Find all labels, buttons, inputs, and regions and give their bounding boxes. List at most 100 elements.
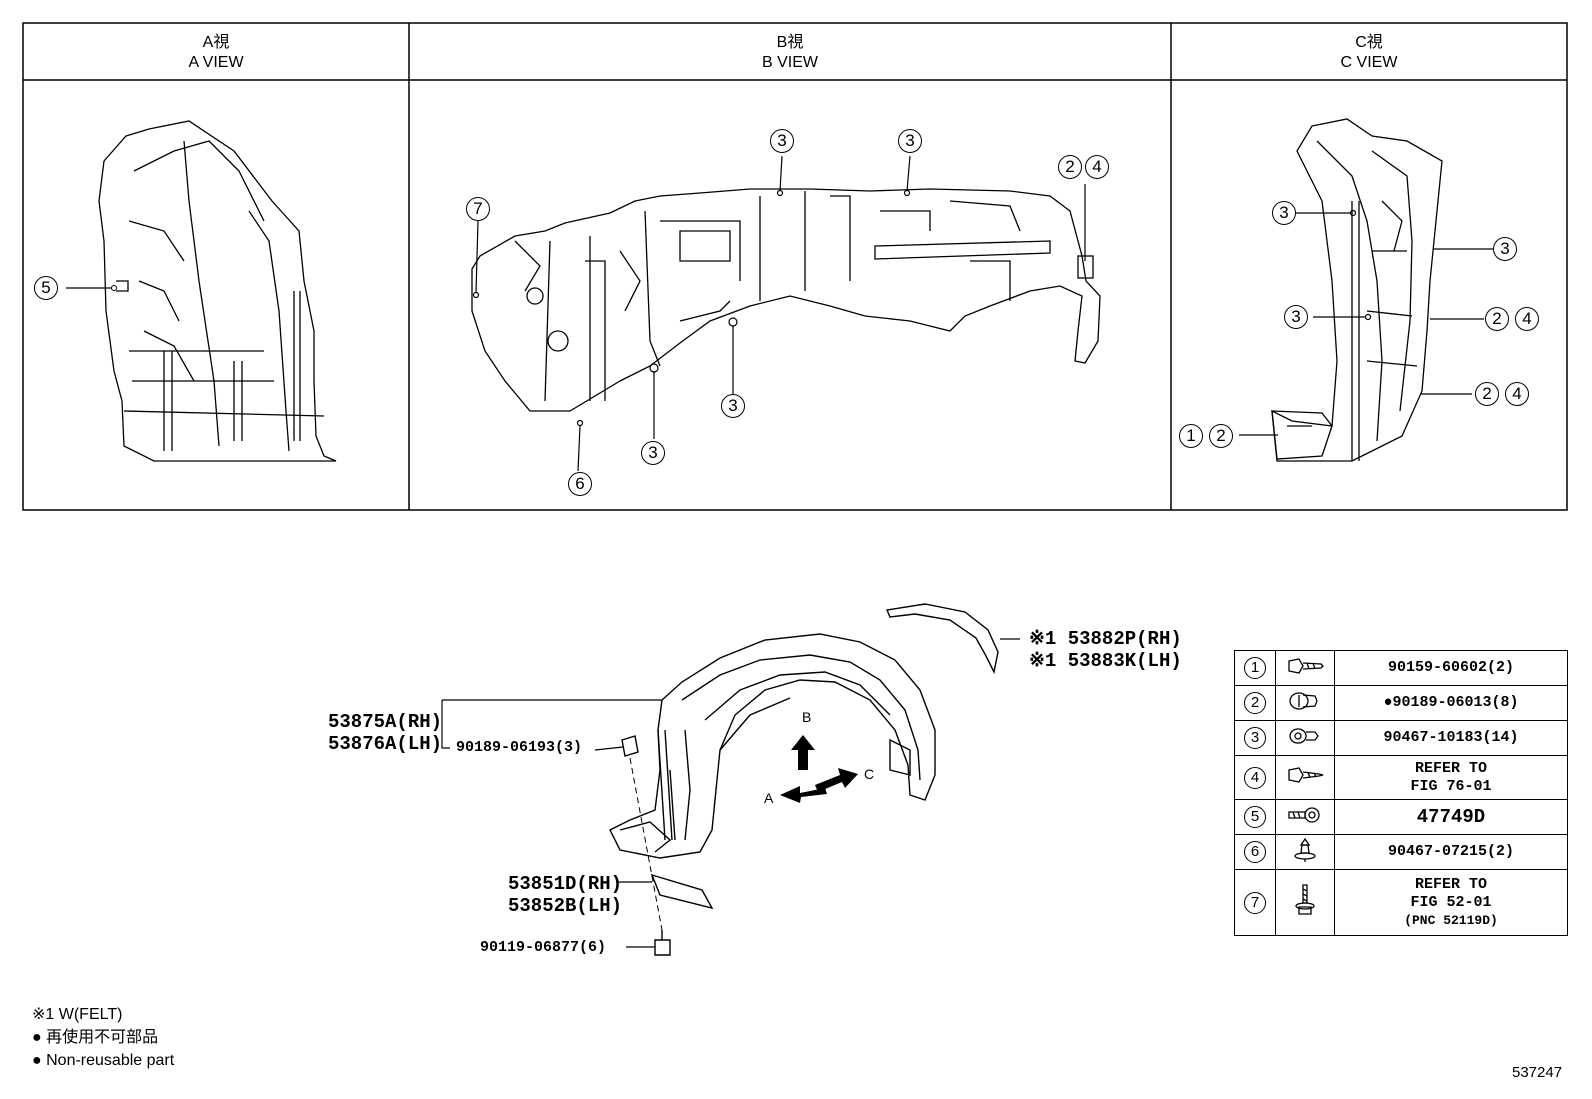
figure-id: 537247 — [1512, 1064, 1563, 1081]
legend-row: 5 47749D — [1234, 799, 1568, 835]
legend-text-line: 90467-07215(2) — [1387, 843, 1515, 860]
legend-number: 3 — [1234, 720, 1276, 756]
liner-lh-label: 53876A(LH) — [328, 733, 443, 755]
arrow-b — [791, 735, 815, 770]
clip-icon — [1275, 685, 1335, 721]
legend-number-circle: 7 — [1244, 891, 1266, 914]
callout-c-2b: 2 — [1475, 382, 1499, 406]
c-view-drawing — [1239, 118, 1493, 462]
push-clip-icon — [1275, 720, 1335, 756]
clip-label: 90189-06193(3) — [456, 739, 583, 756]
nonreusable-note-en: ● Non-reusable part — [32, 1052, 175, 1069]
rivet-clip-icon — [1275, 834, 1335, 870]
legend-number: 2 — [1234, 685, 1276, 721]
callout-c-3b: 3 — [1493, 237, 1517, 261]
legend-text-line: FIG 52-01 — [1410, 893, 1492, 911]
bolt-washer-icon — [1275, 869, 1335, 936]
legend-text-line: 47749D — [1416, 806, 1486, 828]
felt-panel — [886, 603, 999, 675]
a-view-title-jp: A視 — [202, 34, 230, 51]
legend-text-line: (PNC 52119D) — [1404, 912, 1498, 928]
legend-part-number: 90467-07215(2) — [1334, 834, 1568, 870]
exploded-drawing — [441, 603, 1020, 956]
b-view-drawing — [471, 155, 1101, 472]
legend-number-circle: 1 — [1244, 657, 1266, 679]
legend-number-circle: 3 — [1244, 727, 1266, 749]
callout-b-4: 4 — [1085, 155, 1109, 179]
legend-text-line: REFER TO — [1414, 759, 1487, 777]
bolt-flange-icon — [1275, 650, 1335, 686]
legend-part-number: 90467-10183(14) — [1334, 720, 1568, 756]
arrow-c-label: C — [864, 766, 875, 782]
legend-text-line: FIG 76-01 — [1410, 777, 1492, 795]
c-view-title-en: C VIEW — [1340, 54, 1398, 71]
seal-rh-label: 53851D(RH) — [508, 873, 623, 895]
felt-lh-label: ※1 53883K(LH) — [1029, 650, 1182, 672]
legend-number: 4 — [1234, 755, 1276, 800]
b-view-title-en: B VIEW — [761, 54, 818, 71]
legend-number-circle: 6 — [1244, 841, 1266, 863]
legend-number-circle: 5 — [1244, 806, 1266, 828]
legend-number-circle: 4 — [1244, 766, 1266, 789]
callout-b-3b: 3 — [898, 129, 922, 153]
callout-b-3c: 3 — [721, 394, 745, 418]
legend-row: 6 90467-07215(2) — [1234, 834, 1568, 870]
fastener-legend: 1 90159-60602(2) 2 ●90189-06013(8) 3 90467-10… — [1234, 650, 1568, 936]
legend-part-number: ●90189-06013(8) — [1334, 685, 1568, 721]
arrow-a-label: A — [764, 790, 774, 806]
seal-plate — [650, 873, 714, 910]
felt-note: ※1 W(FELT) — [32, 1006, 123, 1023]
legend-number: 5 — [1234, 799, 1276, 835]
c-view-header: C視 C VIEW — [1171, 33, 1567, 73]
legend-part-number: 90159-60602(2) — [1334, 650, 1568, 686]
c-view-title-jp: C視 — [1355, 34, 1383, 51]
fender-liner — [609, 633, 936, 859]
b-view-header: B視 B VIEW — [409, 33, 1171, 73]
seal-lh-label: 53852B(LH) — [508, 895, 623, 917]
callout-b-7: 7 — [466, 197, 490, 221]
callout-c-1: 1 — [1179, 424, 1203, 448]
legend-part-number: 47749D — [1334, 799, 1568, 835]
bolt-label: 90119-06877(6) — [480, 939, 607, 956]
callout-b-3d: 3 — [641, 441, 665, 465]
clip-part — [621, 735, 639, 757]
legend-text-line: 90467-10183(14) — [1383, 729, 1519, 746]
callout-c-3a: 3 — [1272, 201, 1296, 225]
screw-icon — [1275, 755, 1335, 800]
a-view-drawing — [66, 120, 337, 462]
legend-row: 2 ●90189-06013(8) — [1234, 685, 1568, 721]
legend-text-line: REFER TO — [1414, 875, 1487, 893]
callout-b-3a: 3 — [770, 129, 794, 153]
legend-number: 6 — [1234, 834, 1276, 870]
legend-row: 3 90467-10183(14) — [1234, 720, 1568, 756]
arrow-b-label: B — [802, 709, 812, 725]
view-frame — [22, 22, 1568, 511]
callout-c-3c: 3 — [1284, 305, 1308, 329]
callout-b-6: 6 — [568, 472, 592, 496]
callout-c-2a: 2 — [1485, 307, 1509, 331]
nonreusable-note-jp: ● 再使用不可部品 — [32, 1029, 159, 1046]
screw-grommet-icon — [1275, 799, 1335, 835]
callout-b-2: 2 — [1058, 155, 1082, 179]
a-view-header: A視 A VIEW — [23, 33, 409, 73]
arrow-a — [780, 786, 827, 803]
callout-c-4b: 4 — [1505, 382, 1529, 406]
a-view-title-en: A VIEW — [188, 54, 244, 71]
legend-number: 7 — [1234, 869, 1276, 936]
callout-c-4a: 4 — [1515, 307, 1539, 331]
arrow-c — [815, 768, 858, 792]
legend-text-line: ●90189-06013(8) — [1383, 694, 1519, 711]
legend-text-line: 90159-60602(2) — [1387, 659, 1515, 676]
bolt-part — [654, 939, 671, 956]
legend-row: 1 90159-60602(2) — [1234, 650, 1568, 686]
legend-number: 1 — [1234, 650, 1276, 686]
felt-rh-label: ※1 53882P(RH) — [1029, 628, 1182, 650]
legend-number-circle: 2 — [1244, 692, 1266, 714]
b-view-title-jp: B視 — [776, 34, 804, 51]
liner-rh-label: 53875A(RH) — [328, 711, 443, 733]
callout-a-5: 5 — [34, 276, 58, 300]
